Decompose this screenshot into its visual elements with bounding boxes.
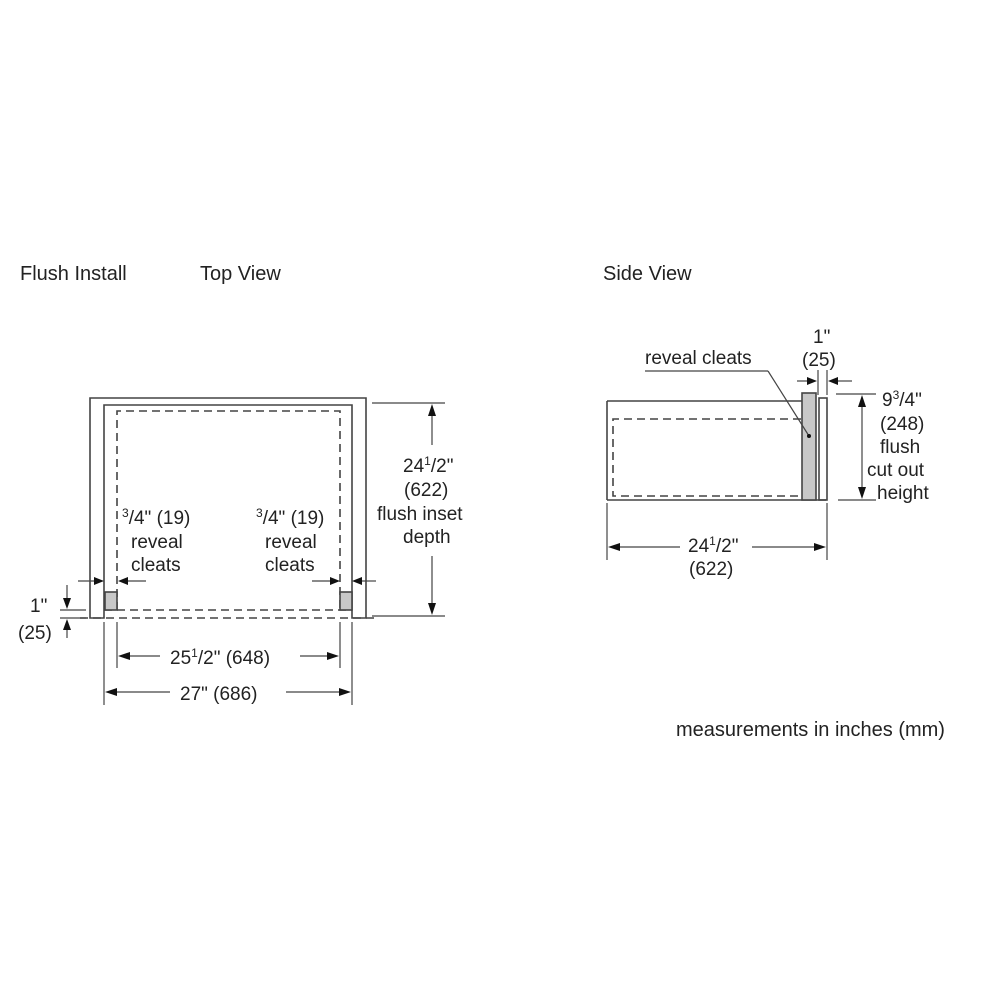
door-panel [818, 397, 828, 501]
arrow-right-icon [339, 688, 351, 696]
depth-label-line3: flush inset [377, 504, 463, 525]
arrow-right-icon [330, 577, 340, 585]
side-reveal-cleat [801, 392, 817, 501]
side-view-heading: Side View [603, 263, 692, 285]
right-cleat-label-line2: reveal [265, 532, 317, 553]
arrow-up-icon [428, 404, 436, 416]
arrow-right-icon [814, 543, 826, 551]
height-inches: 93/4" [882, 388, 922, 411]
height-mm: (248) [880, 414, 924, 435]
right-reveal-cleat [339, 591, 353, 611]
arrow-left-icon [352, 577, 362, 585]
right-cleat-label-line3: cleats [265, 555, 315, 576]
top-view-drawing: 3/4" (19) reveal cleats 3/4" (19) reveal… [18, 397, 463, 705]
install-type-heading: Flush Install [20, 263, 127, 285]
right-cleat-dimension: 3/4" (19) [256, 506, 324, 529]
side-cleat-label: reveal cleats [645, 348, 752, 369]
height-label-line5: height [877, 483, 929, 504]
arrow-right-icon [807, 377, 817, 385]
depth-label-line4: depth [403, 527, 451, 548]
side-view-drawing: reveal cleats 1" (25) 93/4" (248) flush … [606, 327, 929, 580]
inner-width-dimension: 251/2" (648) [170, 646, 270, 669]
outer-width-dimension: 27" (686) [180, 684, 258, 705]
arrow-up-icon [858, 395, 866, 407]
arrow-right-icon [94, 577, 104, 585]
left-cleat-label-line2: reveal [131, 532, 183, 553]
side-depth-inches: 241/2" [688, 534, 738, 557]
arrow-up-icon [63, 619, 71, 630]
units-note: measurements in inches (mm) [676, 719, 945, 741]
height-label-line3: flush [880, 437, 920, 458]
arrow-left-icon [828, 377, 838, 385]
depth-inches: 241/2" [403, 454, 453, 477]
arrow-down-icon [63, 598, 71, 609]
height-label-line4: cut out [867, 460, 925, 481]
appliance-outline-dashed [612, 418, 801, 497]
arrow-down-icon [858, 487, 866, 499]
left-reveal-cleat [104, 591, 118, 611]
depth-mm: (622) [404, 480, 448, 501]
top-view-heading: Top View [200, 263, 281, 285]
arrow-left-icon [105, 688, 117, 696]
gap-mm: (25) [802, 350, 836, 371]
cabinet-outline [89, 397, 367, 619]
left-cleat-dimension: 3/4" (19) [122, 506, 190, 529]
left-cleat-label-line3: cleats [131, 555, 181, 576]
front-offset-inches: 1" [30, 596, 47, 617]
side-depth-mm: (622) [689, 559, 733, 580]
arrow-left-icon [608, 543, 620, 551]
arrow-left-icon [118, 652, 130, 660]
appliance-outline-dashed [116, 410, 341, 610]
front-offset-mm: (25) [18, 623, 52, 644]
arrow-left-icon [118, 577, 128, 585]
arrow-right-icon [327, 652, 339, 660]
gap-inches: 1" [813, 327, 830, 348]
arrow-down-icon [428, 603, 436, 615]
